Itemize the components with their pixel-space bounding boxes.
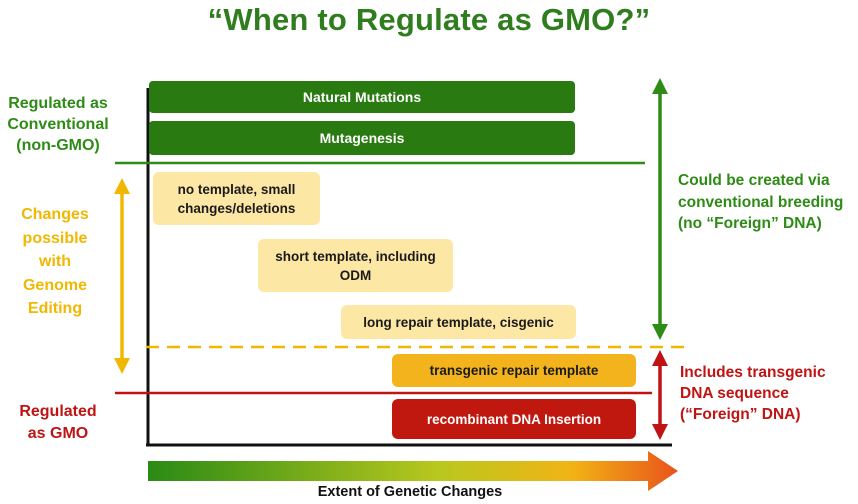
diagram-title: “When to Regulate as GMO?” <box>207 2 651 37</box>
conventional-breeding-arrow <box>652 78 668 340</box>
regulated-gmo-label: Regulated as GMO <box>19 403 97 442</box>
natural-mutations-label: Natural Mutations <box>302 89 422 105</box>
genome-editing-arrow <box>114 178 130 374</box>
transgenic-arrow <box>652 350 668 440</box>
long-repair-box: long repair template, cisgenic <box>341 305 576 339</box>
natural-mutations-bar: Natural Mutations <box>149 81 575 113</box>
extent-gradient-arrow <box>148 451 678 491</box>
transgenic-repair-box: transgenic repair template <box>392 354 636 387</box>
conventional-breeding-label: Could be created via conventional breedi… <box>678 172 844 232</box>
no-template-box: no template, small changes/deletions <box>153 172 320 225</box>
short-template-box: short template, including ODM <box>258 239 453 292</box>
regulated-conventional-label: Regulated as Conventional (non-GMO) <box>7 95 109 154</box>
recombinant-dna-box: recombinant DNA Insertion <box>392 399 636 439</box>
mutagenesis-label: Mutagenesis <box>319 130 405 146</box>
x-axis-label: Extent of Genetic Changes <box>317 484 503 500</box>
genome-editing-label: Changes possible with Genome Editing <box>21 206 89 317</box>
mutagenesis-bar: Mutagenesis <box>149 121 575 155</box>
transgenic-label: Includes transgenic DNA sequence (“Forei… <box>680 364 826 423</box>
